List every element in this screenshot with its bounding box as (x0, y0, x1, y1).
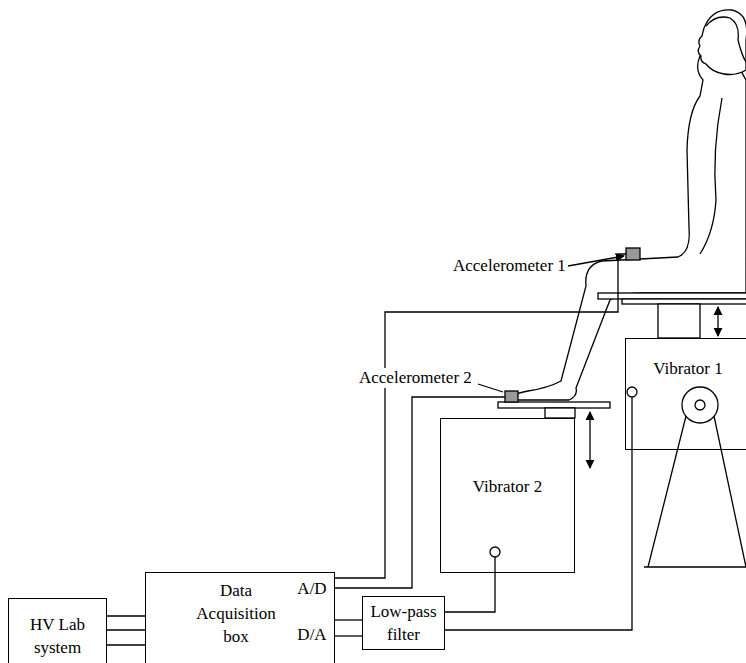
signal-wire (107, 615, 145, 616)
person-hair (706, 17, 746, 62)
seat-mount (622, 299, 746, 304)
box-label: Low-pass filter (367, 600, 440, 646)
leader-line (478, 384, 503, 392)
box-label: Vibrator 1 (653, 357, 722, 380)
terminal-stem (631, 397, 632, 450)
motion-arrow (717, 307, 718, 336)
vibrator-box: Vibrator 2 (440, 418, 575, 573)
accelerometer (505, 391, 518, 402)
part-label: Accelerometer 1 (452, 256, 567, 276)
person-body (511, 56, 746, 400)
signal-wire (107, 644, 145, 645)
box-label: HV Lab system (15, 613, 100, 659)
seat-column (658, 304, 700, 338)
filter-box: Low-pass filter (362, 596, 445, 650)
acquisition-box: Data Acquisition box A/D D/A (145, 572, 335, 663)
box-label: Vibrator 2 (473, 475, 542, 498)
person-head (698, 10, 746, 75)
part-label: Accelerometer 2 (358, 368, 473, 388)
stand (644, 416, 746, 567)
signal-wire (107, 629, 145, 630)
person-arm (700, 98, 722, 254)
signal-wire (445, 573, 495, 612)
port-label: D/A (292, 623, 332, 646)
accelerometer (626, 248, 640, 260)
leader-line (568, 256, 624, 266)
signal-wire (335, 635, 362, 636)
system-box: HV Lab system (8, 598, 107, 663)
pulley (682, 387, 718, 423)
signal-wire (335, 254, 626, 578)
vibrator-box: Vibrator 1 (625, 338, 746, 450)
pulley-hub (695, 400, 705, 410)
signal-wire (445, 450, 632, 630)
signal-wire (335, 619, 362, 620)
input-terminal (627, 387, 637, 397)
input-terminal (490, 547, 500, 557)
foot-mount (545, 408, 575, 418)
motion-arrow (589, 412, 590, 468)
terminal-stem (494, 557, 495, 573)
box-label: Data Acquisition box (186, 579, 286, 648)
foot-plate (498, 402, 610, 408)
port-label: A/D (292, 577, 332, 600)
seat-plate (598, 293, 746, 299)
